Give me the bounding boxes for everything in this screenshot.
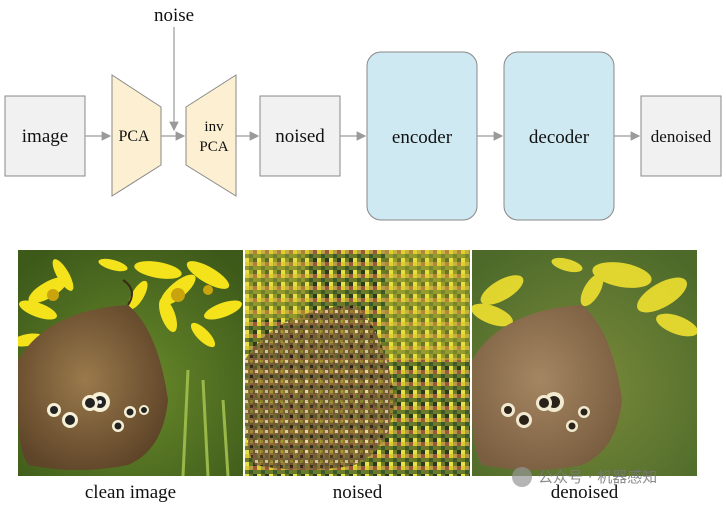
inv-pca-label-line1: inv (204, 119, 224, 135)
decoder-label: decoder (529, 127, 590, 148)
image-box (4, 95, 86, 177)
pca-block (111, 74, 162, 197)
watermark: 公众号 · 机器感知 (512, 466, 657, 487)
caption-clean: clean image (84, 482, 177, 503)
encoder-label: encoder (392, 127, 453, 148)
denoised-box-label: denoised (651, 127, 712, 146)
noise-label: noise (154, 5, 194, 26)
caption-noised: noised (332, 482, 383, 503)
noised-image (245, 250, 470, 476)
caption-denoised: denoised (550, 482, 619, 503)
clean-image (18, 250, 243, 476)
denoised-box (640, 95, 722, 177)
wechat-logo-icon (512, 466, 532, 487)
image-box-label: image (22, 126, 68, 147)
noised-box (259, 95, 341, 177)
watermark-text: 公众号 · 机器感知 (538, 468, 658, 486)
pipeline-diagram: noise image PCA inv PCA noised encoder d… (4, 5, 722, 221)
pca-label: PCA (118, 128, 150, 145)
inv-pca-block (185, 74, 237, 197)
denoised-image (472, 250, 697, 476)
inv-pca-label-line2: PCA (199, 139, 228, 155)
noised-box-label: noised (275, 126, 325, 147)
